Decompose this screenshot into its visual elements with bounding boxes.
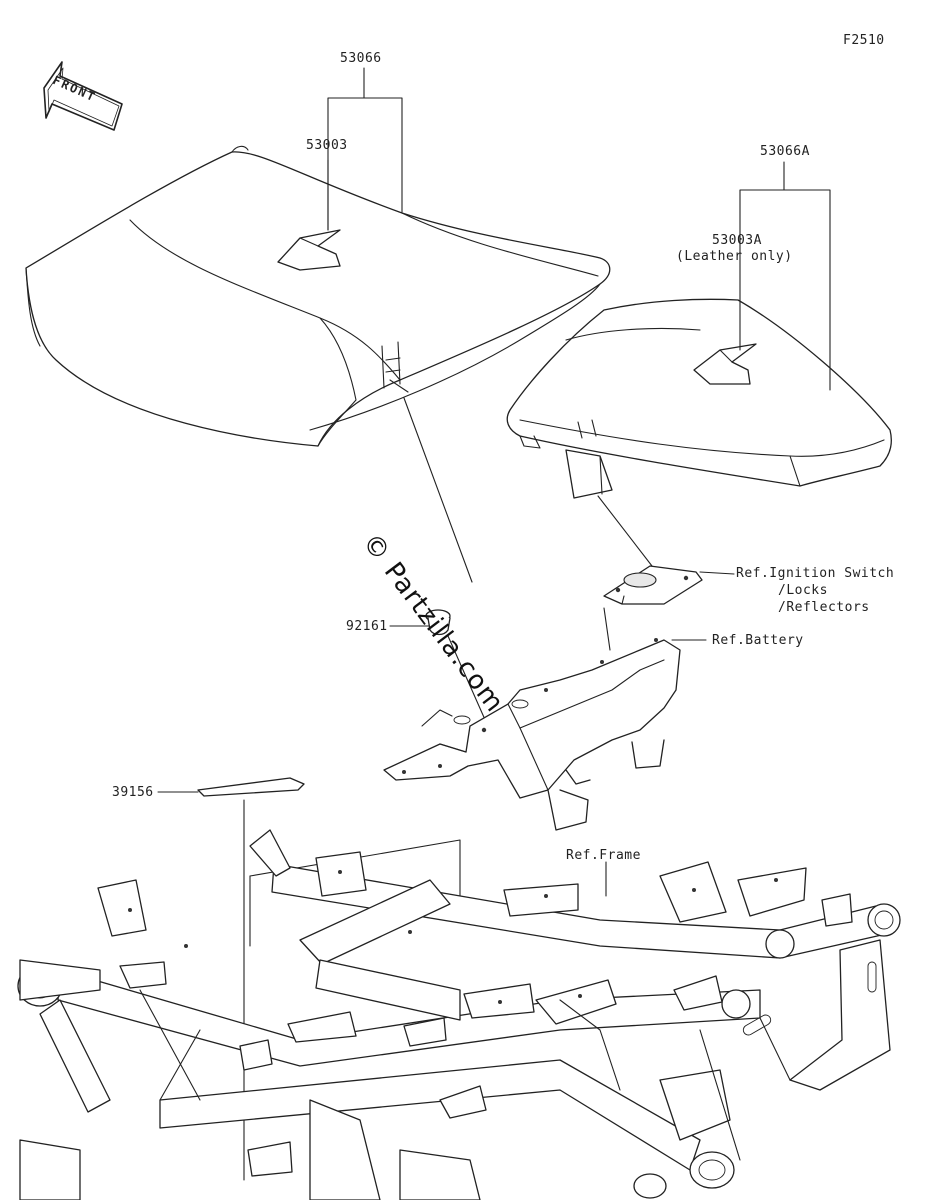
rear-seat-drawing (506, 298, 892, 499)
callout-ref-battery: Ref.Battery (712, 633, 804, 648)
battery-bracket-drawing (383, 607, 681, 831)
figure-code: F2510 (843, 33, 885, 48)
callout-ref-locks: /Locks (778, 583, 828, 598)
frame-drawing (17, 829, 901, 1200)
callout-ref-reflectors: /Reflectors (778, 600, 870, 615)
callout-53066: 53066 (340, 51, 382, 66)
callout-53066A: 53066A (760, 144, 810, 159)
callout-ref-frame: Ref.Frame (566, 848, 641, 863)
callout-53066A-leader (739, 161, 831, 391)
ignition-lock-plate-drawing (603, 565, 703, 605)
leader-seat-mount (403, 397, 473, 583)
callout-92161: 92161 (346, 619, 388, 634)
callout-53003A: 53003A (712, 233, 762, 248)
callout-53003A-note: (Leather only) (676, 249, 793, 264)
leader-ignition-latch (597, 495, 653, 567)
callout-ref-ignition-switch: Ref.Ignition Switch (736, 566, 895, 581)
front-seat-drawing (25, 145, 611, 447)
callout-39156: 39156 (112, 785, 154, 800)
strip-39156-drawing (197, 777, 305, 797)
callout-53066-leader (327, 67, 403, 231)
front-arrow-icon (43, 61, 123, 131)
leader-ref-ignition (699, 571, 735, 575)
callout-53003: 53003 (306, 138, 348, 153)
